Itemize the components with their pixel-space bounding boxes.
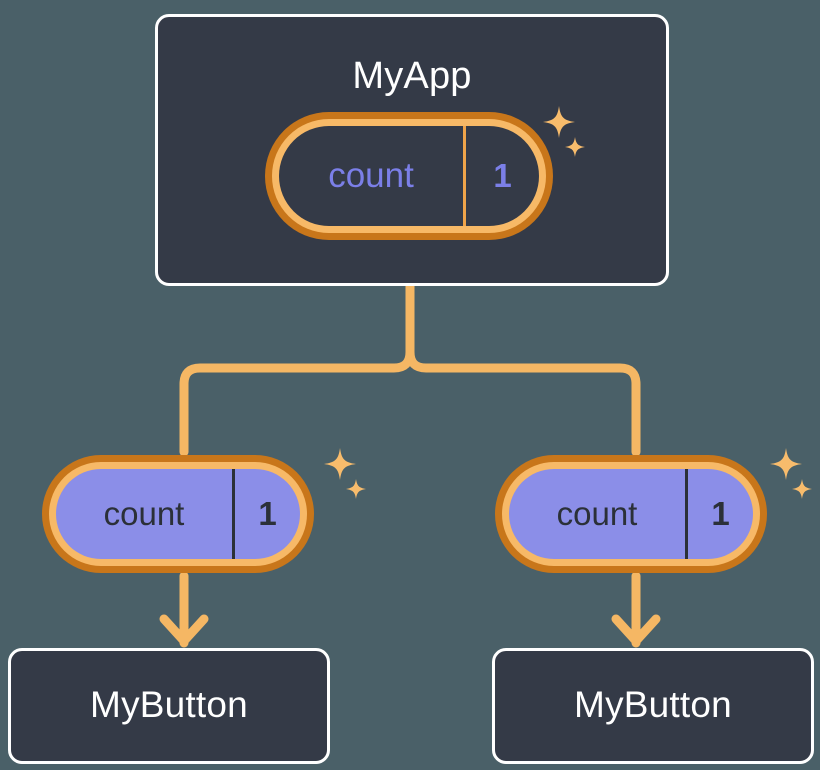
state-pill-ring-inner: count 1: [272, 119, 546, 233]
state-pill-ring-inner: count 1: [49, 462, 307, 566]
state-value-label: 1: [493, 157, 512, 194]
state-pill-face: count 1: [509, 469, 753, 559]
component-card-mybutton-left[interactable]: MyButton: [8, 648, 330, 764]
state-pill-right[interactable]: count 1: [495, 455, 767, 573]
state-key-label: count: [56, 469, 235, 559]
sparkle-icon-left-large: [324, 448, 366, 499]
state-value-label: 1: [711, 495, 730, 532]
state-key-label: count: [279, 126, 466, 226]
state-pill-face: count 1: [279, 126, 539, 226]
arrow-left: [159, 571, 209, 648]
component-card-mybutton-right[interactable]: MyButton: [492, 648, 814, 764]
sparkle-icon-right-large: [770, 448, 812, 499]
state-pill-myapp[interactable]: count 1: [265, 112, 553, 240]
state-pill-face: count 1: [56, 469, 300, 559]
arrow-right: [611, 571, 661, 648]
state-value-label: 1: [258, 495, 277, 532]
state-key-label: count: [509, 469, 688, 559]
component-title-myapp: MyApp: [352, 55, 472, 97]
state-pill-ring-inner: count 1: [502, 462, 760, 566]
state-pill-left[interactable]: count 1: [42, 455, 314, 573]
component-title-mybutton-right: MyButton: [574, 684, 732, 725]
component-title-mybutton-left: MyButton: [90, 684, 248, 725]
